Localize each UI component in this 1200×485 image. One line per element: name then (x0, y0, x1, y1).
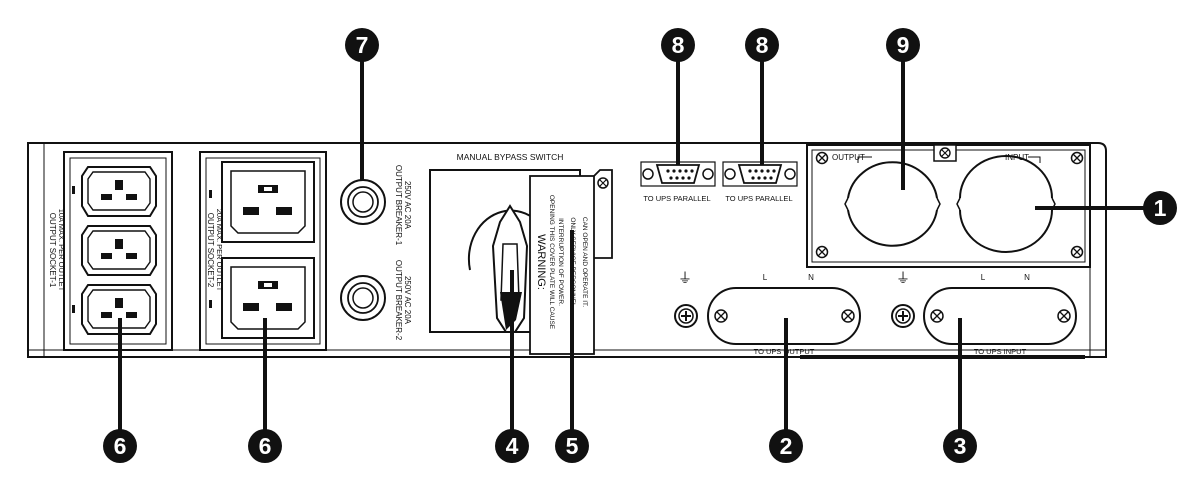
input-knockout-label: INPUT (1005, 153, 1029, 162)
callout-1: 1 (1143, 191, 1177, 225)
ground-screw-right[interactable] (891, 304, 915, 328)
callout-6-left: 6 (103, 429, 137, 463)
svg-text:4: 4 (506, 433, 519, 459)
leader-lines (118, 58, 1146, 432)
svg-text:7: 7 (356, 32, 369, 58)
manual-bypass-switch-label: MANUAL BYPASS SWITCH (457, 152, 564, 162)
parallel-port-2[interactable] (722, 161, 798, 187)
output-socket-2-rating: 20A MAX. PER OUTLET (215, 209, 224, 292)
svg-text:6: 6 (259, 433, 272, 459)
output-knockout-label: OUTPUT (832, 153, 865, 162)
c13-outlet-1[interactable] (81, 166, 157, 217)
plate-screw-bl (815, 245, 829, 259)
warning-line-2: INTERRUPTION OF POWER. (557, 218, 564, 306)
l-label-right: L (981, 273, 986, 282)
input-terminal-cover[interactable] (923, 287, 1077, 345)
warning-line-4: CAN OPEN AND OPERATE IT. (581, 217, 588, 307)
output-breaker-2[interactable] (340, 275, 386, 321)
c13-outlet-2[interactable] (81, 225, 157, 276)
output-socket-2-label: OUTPUT SOCKET-2 (206, 213, 215, 288)
parallel-port-2-label: TO UPS PARALLEL (725, 194, 792, 203)
n-label-left: N (808, 273, 814, 282)
output-breaker-1-rating: 250V AC 20A (403, 181, 412, 230)
svg-text:6: 6 (114, 433, 127, 459)
callout-5: 5 (555, 429, 589, 463)
output-breaker-2-rating: 250V AC 20A (403, 276, 412, 325)
svg-text:9: 9 (897, 32, 910, 58)
parallel-port-1[interactable] (640, 161, 716, 187)
output-socket-1-rating: 10A MAX. PER OUTLET (57, 209, 66, 292)
c13-outlet-3[interactable] (81, 284, 157, 335)
c19-outlet-1[interactable] (221, 161, 315, 243)
terminal-screw (930, 309, 944, 323)
svg-text:8: 8 (756, 32, 769, 58)
plate-screw-tr (1070, 151, 1084, 165)
output-breaker-1[interactable] (340, 179, 386, 225)
plate-screw-br (1070, 245, 1084, 259)
plate-top-screw (933, 144, 957, 162)
terminal-screw (841, 309, 855, 323)
callout-6-right: 6 (248, 429, 282, 463)
output-breaker-1-label: OUTPUT BREAKER-1 (394, 165, 403, 246)
terminal-screw (714, 309, 728, 323)
input-terminal-label: TO UPS INPUT (974, 347, 1027, 356)
callout-9: 9 (886, 28, 920, 62)
warning-cover-plate (529, 169, 613, 355)
output-socket-1-label: OUTPUT SOCKET-1 (48, 213, 57, 288)
svg-text:1: 1 (1154, 195, 1167, 221)
c19-outlet-2[interactable] (221, 257, 315, 339)
svg-text:8: 8 (672, 32, 685, 58)
n-label-right: N (1024, 273, 1030, 282)
svg-text:3: 3 (954, 433, 967, 459)
output-breaker-2-label: OUTPUT BREAKER-2 (394, 260, 403, 341)
parallel-port-1-label: TO UPS PARALLEL (643, 194, 710, 203)
output-knockout[interactable] (844, 156, 941, 247)
output-socket-1-group: OUTPUT SOCKET-1 10A MAX. PER OUTLET (48, 151, 173, 351)
callout-7: 7 (345, 28, 379, 62)
callout-8-left: 8 (661, 28, 695, 62)
svg-text:5: 5 (566, 433, 579, 459)
cover-screw (597, 177, 609, 189)
svg-text:2: 2 (780, 433, 793, 459)
callout-2: 2 (769, 429, 803, 463)
ground-symbol-left: ⏚ (678, 270, 692, 286)
plate-screw-tl (815, 151, 829, 165)
manual-bypass-switch-knob[interactable] (467, 204, 553, 333)
l-label-left: L (763, 273, 768, 282)
warning-title: WARNING: (535, 234, 547, 290)
warning-line-1: OPENING THIS COVER PLATE WILL CAUSE (548, 195, 555, 330)
ground-screw-left[interactable] (674, 304, 698, 328)
callout-3: 3 (943, 429, 977, 463)
callout-8-right: 8 (745, 28, 779, 62)
callout-4: 4 (495, 429, 529, 463)
terminal-screw (1057, 309, 1071, 323)
ground-symbol-right: ⏚ (896, 270, 910, 286)
